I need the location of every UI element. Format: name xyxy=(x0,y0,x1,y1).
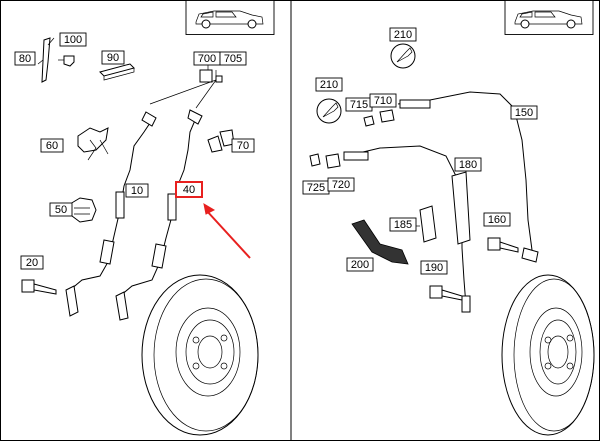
callout-70[interactable]: 70 xyxy=(231,138,255,153)
callout-50-text: 50 xyxy=(55,204,67,216)
callout-150[interactable]: 150 xyxy=(510,105,538,120)
callout-40-text: 40 xyxy=(183,184,195,196)
callout-60[interactable]: 60 xyxy=(40,138,64,153)
part-700-705-connectors xyxy=(199,64,223,83)
part-725-720 xyxy=(309,153,341,169)
highlight-arrow xyxy=(203,202,251,259)
callout-210-left[interactable]: 210 xyxy=(315,77,343,92)
callout-90-text: 90 xyxy=(107,52,119,64)
wrench-icon-top xyxy=(390,43,416,69)
part-60-harness xyxy=(77,127,109,161)
callout-705-text: 705 xyxy=(224,53,242,65)
wrench-icon-left xyxy=(316,98,342,124)
callout-60-text: 60 xyxy=(46,140,58,152)
callout-720[interactable]: 720 xyxy=(327,177,355,192)
part-100-clip xyxy=(58,55,75,67)
brake-disc-right xyxy=(501,274,595,436)
part-160-bolt xyxy=(487,237,519,253)
callout-180[interactable]: 180 xyxy=(454,157,482,172)
car-thumbnail-right[interactable] xyxy=(504,0,594,35)
callout-210-top[interactable]: 210 xyxy=(389,27,417,42)
callout-185-text: 185 xyxy=(394,219,412,231)
callout-715[interactable]: 715 xyxy=(345,97,373,112)
car-thumbnail-left[interactable] xyxy=(185,0,275,35)
callout-190-text: 190 xyxy=(425,262,443,274)
callout-50[interactable]: 50 xyxy=(49,202,73,217)
part-70-clips xyxy=(207,129,235,153)
callout-185[interactable]: 185 xyxy=(389,217,417,232)
callout-200-text: 200 xyxy=(351,259,369,271)
callout-180-text: 180 xyxy=(459,159,477,171)
part-20-bolt xyxy=(21,279,57,295)
part-90-strip xyxy=(99,63,135,81)
callout-90[interactable]: 90 xyxy=(101,50,125,65)
callout-100-text: 100 xyxy=(64,34,82,46)
callout-190[interactable]: 190 xyxy=(420,260,448,275)
sensor-cable-10 xyxy=(65,111,157,317)
part-80-bracket xyxy=(37,37,55,83)
callout-725-text: 725 xyxy=(307,182,325,194)
callout-200[interactable]: 200 xyxy=(346,257,374,272)
callout-80[interactable]: 80 xyxy=(14,51,36,66)
callout-715-text: 715 xyxy=(350,99,368,111)
callout-725[interactable]: 725 xyxy=(302,180,330,195)
callout-710-text: 710 xyxy=(374,95,392,107)
callout-10-text: 10 xyxy=(131,185,143,197)
callout-80-text: 80 xyxy=(19,53,31,65)
callout-10[interactable]: 10 xyxy=(125,183,149,198)
part-715-710 xyxy=(363,109,395,127)
callout-70-text: 70 xyxy=(237,140,249,152)
part-50-harness xyxy=(69,197,97,223)
callout-210-left-text: 210 xyxy=(320,79,338,91)
wear-sensor-cable-180 xyxy=(343,145,471,313)
part-185-bracket xyxy=(416,205,437,243)
callout-700-text: 700 xyxy=(198,53,216,65)
callout-100[interactable]: 100 xyxy=(59,32,87,47)
part-190-bolt xyxy=(429,285,463,301)
callout-700[interactable]: 700 xyxy=(193,51,221,66)
callout-710[interactable]: 710 xyxy=(369,93,397,108)
callout-210-top-text: 210 xyxy=(394,29,412,41)
callout-720-text: 720 xyxy=(332,179,350,191)
callout-160-text: 160 xyxy=(488,214,506,226)
callout-20-text: 20 xyxy=(26,257,38,269)
leader-700 xyxy=(149,70,217,109)
sensor-cable-40 xyxy=(115,109,203,321)
part-200-strip xyxy=(351,219,409,265)
brake-disc-left xyxy=(141,274,259,436)
callout-160[interactable]: 160 xyxy=(483,212,511,227)
callout-40[interactable]: 40 xyxy=(175,181,203,198)
callout-705[interactable]: 705 xyxy=(219,51,247,66)
callout-20[interactable]: 20 xyxy=(20,255,44,270)
callout-150-text: 150 xyxy=(515,107,533,119)
